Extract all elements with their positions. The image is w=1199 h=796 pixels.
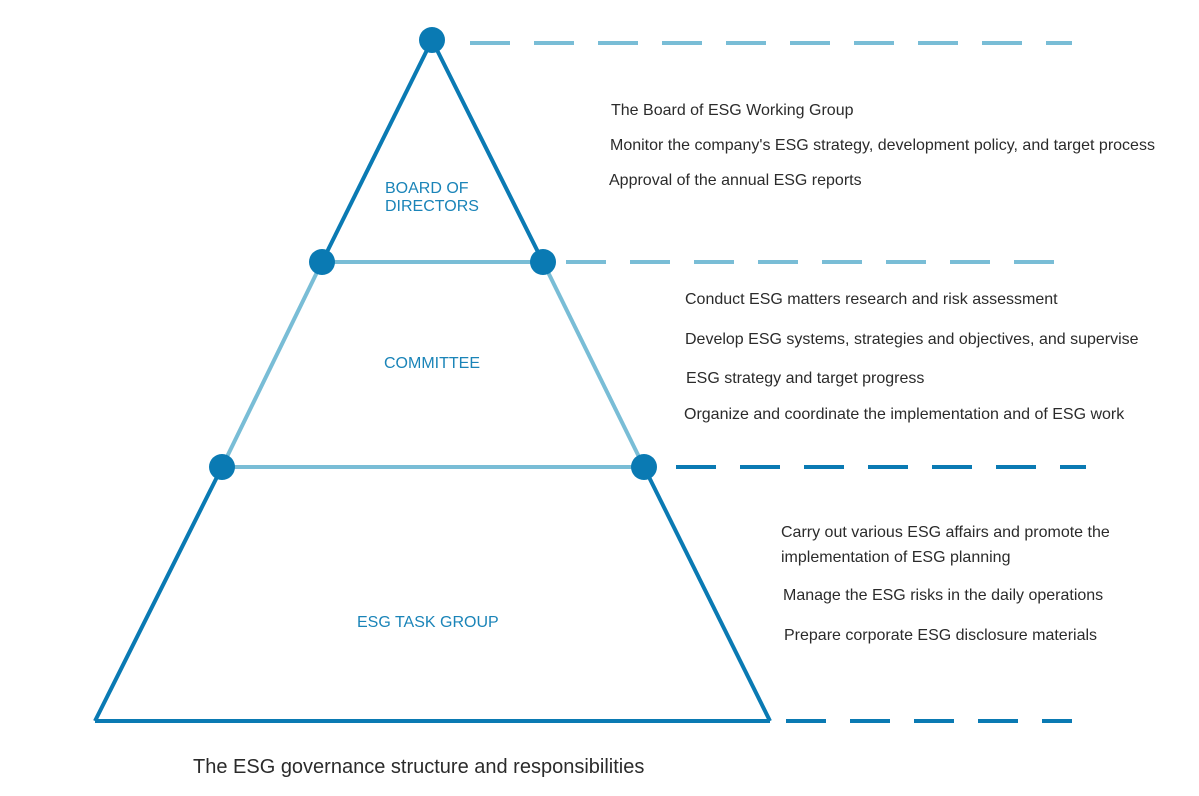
level-label-board-of-directors: BOARD OF DIRECTORS — [385, 180, 479, 215]
middle-tier-left-edge — [220, 261, 324, 468]
board-responsibility-item: Approval of the annual ESG reports — [609, 172, 862, 189]
committee-responsibility-item: Conduct ESG matters research and risk as… — [685, 291, 1058, 308]
node-lower-right — [631, 454, 657, 480]
bottom-tier-left-edge — [93, 466, 224, 722]
node-apex — [419, 27, 445, 53]
committee-responsibility-item: Organize and coordinate the implementati… — [684, 406, 1125, 423]
level-label-committee: COMMITTEE — [384, 355, 480, 372]
committee-responsibility-item: ESG strategy and target progress — [686, 370, 925, 387]
level-label-esg-task-group: ESG TASK GROUP — [357, 614, 499, 631]
board-responsibility-item: The Board of ESG Working Group — [611, 102, 854, 119]
top-tier-left-edge — [320, 39, 434, 263]
task-group-responsibility-item: Manage the ESG risks in the daily operat… — [783, 587, 1104, 604]
task-group-responsibility-item: Prepare corporate ESG disclosure materia… — [784, 627, 1098, 644]
node-upper-left — [309, 249, 335, 275]
node-upper-right — [530, 249, 556, 275]
diagram-caption: The ESG governance structure and respons… — [193, 756, 645, 778]
top-tier-right-edge — [430, 39, 545, 263]
board-responsibility-item: Monitor the company's ESG strategy, deve… — [610, 137, 1155, 154]
committee-responsibility-item: Develop ESG systems, strategies and obje… — [685, 331, 1139, 348]
middle-tier-right-edge — [541, 261, 646, 468]
task-group-responsibility-item: Carry out various ESG affairs and promot… — [781, 524, 1110, 566]
bottom-tier-right-edge — [642, 466, 772, 722]
node-lower-left — [209, 454, 235, 480]
